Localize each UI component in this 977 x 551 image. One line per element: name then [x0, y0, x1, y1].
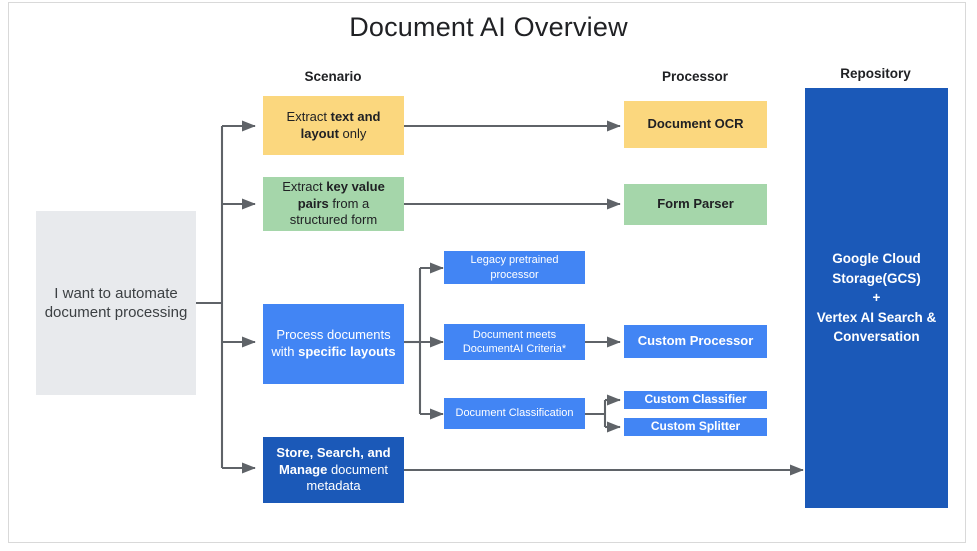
processor-form-parser[interactable]: Form Parser [624, 184, 767, 225]
middle-document-meets-criteria[interactable]: Document meets DocumentAI Criteria* [444, 324, 585, 360]
repository-node-label: Google Cloud Storage(GCS) + Vertex AI Se… [816, 251, 937, 345]
repository-node[interactable]: Google Cloud Storage(GCS) + Vertex AI Se… [805, 88, 948, 508]
entry-node-label: I want to automate document processing [44, 284, 188, 321]
middle-document-classification-label: Document Classification [455, 407, 574, 420]
column-header-processor: Processor [661, 69, 729, 84]
processor-document-ocr-label: Document OCR [647, 116, 744, 132]
scenario-extract-text-layout-label: Extract text and layout only [286, 108, 381, 141]
processor-custom-classifier[interactable]: Custom Classifier [624, 391, 767, 409]
scenario-process-specific-layouts[interactable]: Process documents with specific layouts [263, 304, 404, 384]
middle-legacy-pretrained-processor-label: Legacy pretrained processor [470, 254, 559, 281]
processor-document-ocr[interactable]: Document OCR [624, 101, 767, 148]
processor-custom-classifier-label: Custom Classifier [644, 392, 747, 407]
middle-document-meets-criteria-label: Document meets DocumentAI Criteria* [462, 328, 567, 355]
middle-legacy-pretrained-processor[interactable]: Legacy pretrained processor [444, 251, 585, 284]
column-header-repository: Repository [840, 66, 911, 81]
page-title: Document AI Overview [349, 12, 628, 42]
processor-custom-processor-label: Custom Processor [637, 333, 754, 349]
scenario-extract-key-value[interactable]: Extract key value pairs from a structure… [263, 177, 404, 231]
scenario-store-search-manage-label: Store, Search, and Manage document metad… [276, 445, 391, 494]
scenario-extract-text-layout[interactable]: Extract text and layout only [263, 96, 404, 155]
processor-form-parser-label: Form Parser [657, 196, 734, 212]
column-header-scenario: Scenario [304, 69, 362, 84]
scenario-extract-key-value-label: Extract key value pairs from a structure… [282, 179, 385, 228]
processor-custom-splitter[interactable]: Custom Splitter [624, 418, 767, 436]
entry-node: I want to automate document processing [36, 211, 196, 395]
scenario-process-specific-layouts-label: Process documents with specific layouts [271, 327, 396, 359]
scenario-store-search-manage[interactable]: Store, Search, and Manage document metad… [263, 437, 404, 503]
processor-custom-splitter-label: Custom Splitter [650, 419, 741, 434]
processor-custom-processor[interactable]: Custom Processor [624, 325, 767, 358]
middle-document-classification[interactable]: Document Classification [444, 398, 585, 429]
